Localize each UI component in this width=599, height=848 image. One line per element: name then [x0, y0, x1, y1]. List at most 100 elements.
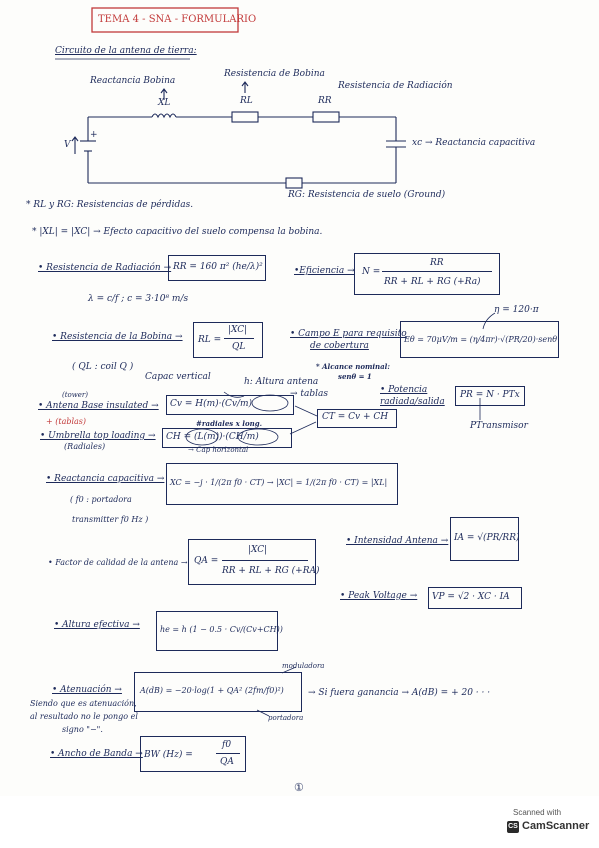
- formula-efficiency-top: RR: [430, 258, 444, 268]
- label-bandwidth: • Ancho de Banda →: [50, 749, 143, 759]
- box-field: [400, 321, 559, 358]
- coil-fraction-bar: [224, 338, 254, 339]
- label-xl: XL: [158, 98, 171, 108]
- formula-quality-factor-eq: QA =: [194, 556, 219, 566]
- formula-field: Eθ = 70μV/m = (η/4πr)·√(PR/20)·senθ: [404, 335, 558, 344]
- label-effective-height: • Altura efectiva →: [54, 620, 140, 630]
- formula-horizontal-capacitance: CH = (L(m))·(CH/m): [166, 432, 259, 442]
- label-power-2: radiada/salida: [380, 397, 445, 407]
- formula-bandwidth-eq: BW (Hz) =: [144, 750, 193, 760]
- note-antenna-height: h: Altura antena: [244, 377, 319, 387]
- note-coil-q: ( QL : coil Q ): [72, 362, 134, 372]
- label-insulated-base: • Antena Base insulated →: [38, 401, 159, 411]
- box-bandwidth: [140, 736, 246, 772]
- note-loss-resistances: * RL y RG: Resistencias de pérdidas.: [26, 200, 194, 210]
- note-vertical-capacitance: Capac vertical: [145, 372, 211, 382]
- note-compensation: * |XL| = |XC| → Efecto capacitivo del su…: [32, 227, 323, 237]
- box-radiation-resistance: [168, 255, 266, 281]
- note-gain: → Si fuera ganancia → A(dB) = + 20 · · ·: [308, 688, 491, 698]
- label-peak-voltage: • Peak Voltage →: [340, 591, 418, 601]
- formula-attenuation: A(dB) = −20·log(1 + QA² (2fm/f0)²): [140, 686, 284, 695]
- note-radials-length: #radiales x long.: [196, 419, 263, 428]
- camscanner-logo-icon: CS: [507, 821, 519, 833]
- note-attenuation-2: al resultado no le pongo el: [30, 712, 138, 721]
- box-total-capacitance: [317, 409, 397, 428]
- formula-capacitive-reactance: XC = −j · 1/(2π f0 · CT) → |XC| = 1/(2π …: [170, 478, 388, 487]
- label-capacitive-reactance: • Reactancia capacitiva →: [46, 474, 165, 484]
- label-quality-factor: • Factor de calidad de la antena →: [48, 558, 188, 567]
- label-umbrella: • Umbrella top loading →: [40, 431, 156, 441]
- note-attenuation-1: Siendo que es atenuación,: [30, 699, 137, 708]
- page-number: ①: [294, 781, 304, 794]
- circuit-diagram: [71, 81, 406, 189]
- box-quality-factor: [188, 539, 316, 585]
- formula-coil-resistance-eq: RL =: [198, 335, 222, 345]
- bandwidth-fraction-bar: [216, 753, 240, 754]
- note-eta: η = 120·π: [494, 305, 539, 315]
- formula-bandwidth-top: f0: [222, 740, 232, 750]
- label-coil-resistance: Resistencia de Bobina: [224, 69, 325, 79]
- formula-effective-height: he = h (1 − 0.5 · Cv/(Cv+CH)): [160, 625, 283, 634]
- box-attenuation: [134, 672, 302, 712]
- resistor-rr: [312, 111, 340, 123]
- note-attenuation-3: signo "−".: [62, 725, 103, 734]
- resistor-rg: [285, 177, 303, 189]
- label-attenuation: • Atenuación →: [52, 685, 122, 695]
- box-coil-resistance: [193, 322, 263, 358]
- note-tables: → tablas: [290, 389, 329, 399]
- page-title: TEMA 4 - SNA - FORMULARIO: [98, 14, 257, 25]
- label-rl: RL: [240, 96, 253, 106]
- sheet-drawings: [55, 7, 496, 717]
- quality-fraction-bar: [222, 560, 308, 561]
- note-transmitter-power: PTransmisor: [470, 421, 528, 431]
- note-carrier-arrow: portadora: [268, 714, 304, 722]
- title-frame: [91, 7, 239, 33]
- h-note-arrow: [223, 391, 245, 398]
- label-radiation-resistance-formula: • Resistencia de Radiación →: [38, 263, 172, 273]
- note-modulating: moduladora: [282, 662, 325, 670]
- formula-efficiency-bottom: RR + RL + RG (+Ra): [384, 277, 481, 287]
- label-coil-reactance: Reactancia Bobina: [90, 76, 176, 86]
- note-nominal-reach: * Alcance nominal:: [316, 362, 390, 371]
- formula-radiated-power: PR = N · PTx: [460, 390, 520, 400]
- note-wavelength: λ = c/f ; c = 3·10⁸ m/s: [88, 294, 189, 304]
- resistor-rl: [231, 111, 259, 123]
- label-radiation-resistance: Resistencia de Radiación: [338, 81, 453, 91]
- note-plus-tables: + (tablas): [46, 417, 87, 426]
- label-coil-resistance-formula: • Resistencia de la Bobina →: [52, 332, 183, 342]
- formula-total-capacitance: CT = Cv + CH: [322, 412, 389, 422]
- circuit-heading: Circuito de la antena de tierra:: [55, 46, 197, 56]
- box-efficiency: [354, 253, 500, 295]
- formula-quality-factor-top: |XC|: [248, 545, 268, 555]
- label-field-2: de cobertura: [310, 341, 369, 351]
- label-power-1: • Potencia: [380, 385, 428, 395]
- scanned-with-text: Scanned with: [513, 808, 562, 817]
- formula-coil-resistance-bottom: QL: [232, 342, 246, 352]
- label-efficiency: •Eficiencia →: [294, 266, 355, 276]
- note-radials: (Radiales): [64, 442, 106, 451]
- formula-coil-resistance-top: |XC|: [228, 325, 248, 335]
- label-rr: RR: [318, 96, 332, 106]
- box-effective-height: [156, 611, 278, 651]
- box-peak-voltage: [428, 587, 522, 609]
- formula-vertical-capacitance: Cv = H(m)·(Cv/m): [170, 399, 253, 409]
- coil-symbol: [151, 113, 177, 119]
- label-plus: +: [90, 130, 98, 140]
- formula-quality-factor-bottom: RR + RL + RG (+RA): [222, 566, 320, 576]
- label-xc: xc → Reactancia capacitiva: [412, 138, 536, 148]
- label-rg: RG: Resistencia de suelo (Ground): [288, 190, 446, 200]
- camscanner-watermark: Scanned with CS CamScanner: [499, 806, 595, 842]
- box-antenna-current: [450, 517, 519, 561]
- formula-antenna-current: IA = √(PR/RR): [454, 533, 520, 543]
- eta-arrow: [482, 312, 496, 330]
- box-vertical-capacitance: [166, 395, 294, 415]
- note-tower: (tower): [62, 391, 88, 399]
- note-sin-theta: senθ = 1: [338, 372, 372, 381]
- formula-peak-voltage: VP = √2 · XC · IA: [432, 592, 510, 602]
- label-antenna-current: • Intensidad Antena →: [346, 536, 449, 546]
- formula-bandwidth-bottom: QA: [220, 757, 234, 767]
- label-v: V: [64, 140, 71, 150]
- note-carrier: ( f0 : portadora: [70, 495, 132, 504]
- scanned-sheet: [0, 0, 599, 796]
